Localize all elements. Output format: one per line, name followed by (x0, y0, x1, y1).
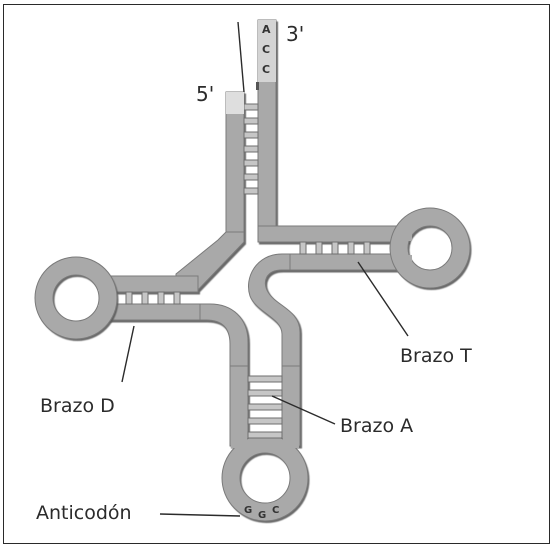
five-prime-pointer (238, 22, 244, 92)
brazo-d-pointer (122, 326, 134, 382)
acceptor-stem-rungs (244, 104, 258, 194)
acceptor-base-3: C (262, 64, 270, 75)
brazo-d-label: Brazo D (40, 397, 115, 416)
t-arm-top-strand (258, 226, 408, 242)
d-loop (44, 266, 108, 330)
brazo-t-label: Brazo T (400, 347, 472, 366)
anticodon-stem-rungs (248, 376, 282, 438)
anticodon-base-2: G (258, 511, 266, 521)
curve-t-to-anticodon (248, 254, 300, 372)
acceptor-base-1: A (262, 24, 271, 35)
acceptor-stem-left-strand (226, 92, 244, 242)
acceptor-base-2: C (262, 44, 270, 55)
anticodon-base-1: G (244, 506, 252, 516)
anticodon-label: Anticodón (36, 504, 132, 523)
five-prime-end (226, 92, 244, 114)
anticodon-stem-right-strand (282, 366, 300, 446)
d-arm-rungs (126, 292, 180, 304)
anticodon-pointer (160, 514, 240, 516)
anticodon-base-3: C (272, 506, 279, 516)
three-prime-label: 3' (286, 24, 304, 44)
t-arm-rungs (300, 242, 370, 254)
anticodon-loop (231, 444, 299, 512)
anticodon-stem-left-strand (230, 366, 248, 446)
brazo-a-label: Brazo A (340, 417, 413, 436)
t-arm-bottom-strand (282, 254, 408, 270)
curve-d-to-anticodon (200, 304, 248, 372)
five-prime-label: 5' (196, 84, 214, 104)
